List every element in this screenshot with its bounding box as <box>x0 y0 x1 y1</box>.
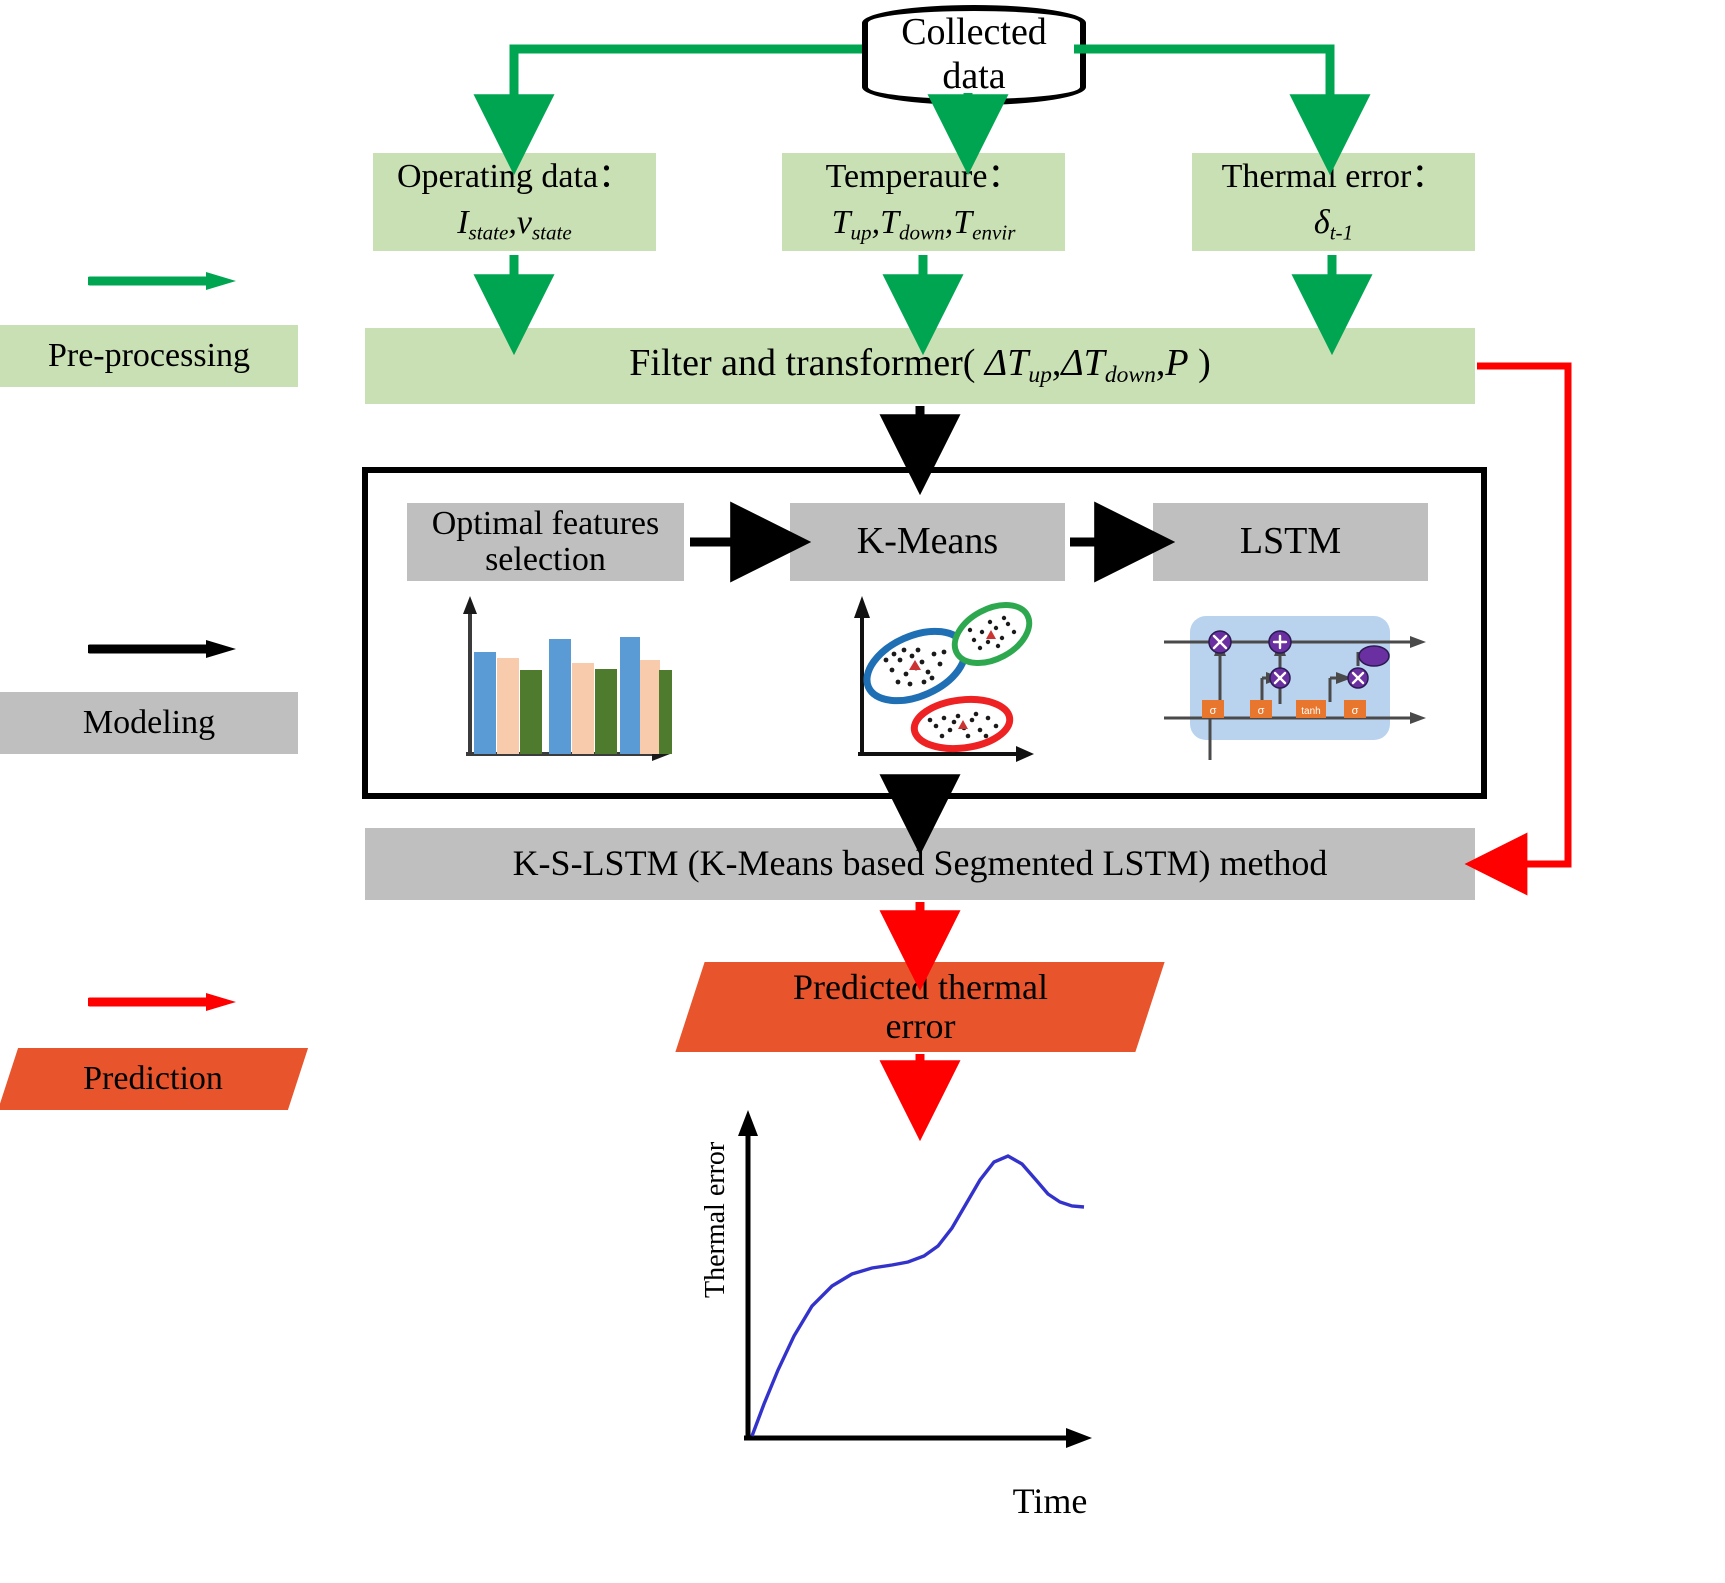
black-arrow-icon <box>85 640 236 658</box>
thermal-error-output-chart: Thermal error <box>686 1108 1116 1448</box>
svg-text:σ: σ <box>1352 705 1359 717</box>
svg-text:tanh: tanh <box>1301 706 1320 717</box>
kmeans-label: K-Means <box>856 520 999 563</box>
temperature-title: Temperaure： <box>825 158 1022 196</box>
feature-importance-bar-figure <box>452 594 672 762</box>
thermal-error-node: Thermal error： δt-1 <box>1192 153 1475 251</box>
legend-item-prediction: Prediction <box>0 1048 309 1110</box>
ks-lstm-label: K-S-LSTM (K-Means based Segmented LSTM) … <box>512 843 1328 884</box>
temperature-formula: Tup,Tdown,Tenvir <box>831 204 1016 245</box>
lstm-label: LSTM <box>1239 520 1342 563</box>
operating-data-formula: Istate,vstate <box>457 204 572 245</box>
green-arrow-icon <box>85 272 236 290</box>
ks-lstm-node: K-S-LSTM (K-Means based Segmented LSTM) … <box>365 828 1475 900</box>
optimal-features-selection-label: Optimal features selection <box>431 504 660 578</box>
chart-ylabel: Thermal error <box>700 1141 731 1298</box>
predicted-thermal-error-node: Predicted thermal error <box>675 962 1165 1052</box>
filter-transformer-node: Filter and transformer( ΔTup,ΔTdown,P ) <box>365 328 1475 404</box>
collected-data-node: Collected data <box>862 5 1086 105</box>
lstm-cell-icon: σ σ tanh σ <box>1164 616 1426 760</box>
lstm-node: LSTM <box>1153 503 1428 581</box>
chart-ylabel-wrap <box>680 1140 722 1420</box>
thermal-error-formula: δt-1 <box>1313 204 1354 245</box>
svg-text:σ: σ <box>1210 705 1217 717</box>
svg-text:σ: σ <box>1258 705 1265 717</box>
legend-label-pre-processing: Pre-processing <box>47 337 251 375</box>
optimal-features-selection-node: Optimal features selection <box>407 503 684 581</box>
legend-modeling-arrow <box>85 640 238 658</box>
legend-item-pre-processing: Pre-processing <box>0 325 298 387</box>
legend-prediction-arrow <box>85 993 238 1011</box>
line-chart: Thermal error <box>700 1110 1092 1448</box>
legend-preprocessing-arrow <box>85 272 238 290</box>
operating-data-title: Operating data： <box>396 158 633 196</box>
thermal-error-title: Thermal error： <box>1221 158 1446 196</box>
red-arrow-icon <box>85 993 236 1011</box>
lstm-cell-figure: σ σ tanh σ <box>1162 594 1432 762</box>
predicted-thermal-error-label: Predicted thermal error <box>792 967 1048 1046</box>
chart-xlabel: Time <box>1012 1481 1088 1522</box>
operating-data-node: Operating data： Istate,vstate <box>373 153 656 251</box>
temperature-node: Temperaure： Tup,Tdown,Tenvir <box>782 153 1065 251</box>
collected-data-label: Collected data <box>901 11 1047 97</box>
filter-transformer-label: Filter and transformer( ΔTup,ΔTdown,P ) <box>629 342 1211 389</box>
scatter-cluster-icon <box>854 596 1034 762</box>
kmeans-node: K-Means <box>790 503 1065 581</box>
legend-label-modeling: Modeling <box>82 704 216 742</box>
legend-item-modeling: Modeling <box>0 692 298 754</box>
bar-chart-icon <box>463 596 672 761</box>
kmeans-cluster-figure <box>846 594 1036 762</box>
legend-label-prediction: Prediction <box>83 1060 223 1098</box>
